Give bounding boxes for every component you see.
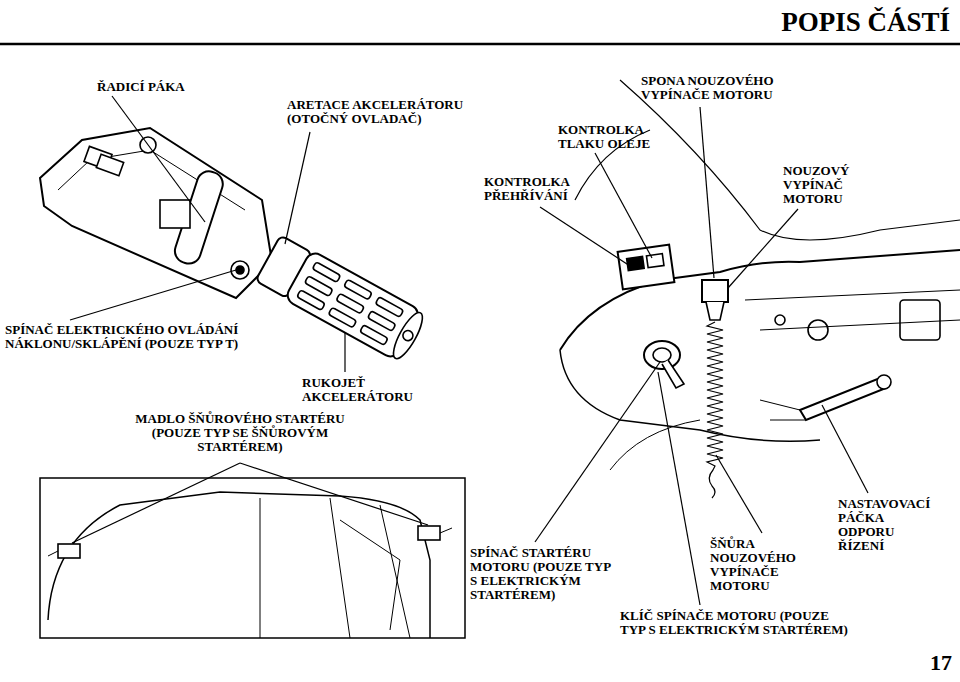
leader-line — [822, 405, 868, 493]
throttle-grip — [254, 234, 428, 364]
leader-line — [70, 270, 236, 320]
part-label: SPÍNAČ STARTÉRU MOTORU (POUZE TYP S ELEK… — [470, 546, 615, 602]
leader-line — [540, 207, 630, 266]
part-label: MADLO ŠŇŮROVÉHO STARTÉRU (POUZE TYP SE Š… — [115, 412, 365, 454]
part-label: ŘADICÍ PÁKA — [97, 80, 227, 94]
tiller-handle — [40, 128, 272, 298]
part-label: SPONA NOUZOVÉHO VYPÍNAČE MOTORU — [641, 74, 786, 102]
leader-line — [728, 209, 798, 288]
key-switch — [644, 341, 684, 388]
leader-line — [72, 463, 240, 543]
part-label: ŠŇŮRA NOUZOVÉHO VYPÍNAČE MOTORU — [710, 537, 802, 593]
lanyard-coil — [707, 322, 723, 498]
page-title: POPIS ČÁSTÍ — [781, 6, 950, 38]
indicator-lights — [618, 245, 675, 290]
leader-line — [112, 96, 205, 222]
part-label: KONTROLKA TLAKU OLEJE — [558, 123, 654, 151]
page-number: 17 — [930, 650, 956, 676]
part-label: NASTAVOVACÍ PÁČKA ODPORU ŘÍZENÍ — [838, 497, 938, 553]
header-rule — [0, 43, 960, 46]
leader-line — [285, 132, 310, 244]
shift-lever — [160, 168, 226, 266]
part-label: RUKOJEŤ AKCELERÁTORU — [302, 376, 422, 404]
part-label: NOUZOVÝ VYPÍNAČ MOTORU — [783, 164, 858, 206]
leader-line — [716, 455, 762, 533]
part-label: KONTROLKA PŘEHŘÍVÁNÍ — [484, 175, 576, 203]
leader-line — [535, 362, 660, 542]
leader-line — [595, 153, 652, 258]
leader-line — [344, 332, 345, 372]
emergency-stop-switch — [702, 280, 728, 320]
part-label: KLÍČ SPÍNAČE MOTORU (POUZE TYP S ELEKTRI… — [620, 609, 854, 637]
recoil-starter-view — [40, 478, 465, 638]
part-label: ARETACE AKCELERÁTORU (OTOČNÝ OVLADAČ) — [287, 98, 477, 126]
leader-line — [658, 372, 700, 605]
friction-lever — [760, 375, 891, 420]
leader-line — [700, 107, 714, 278]
part-label: SPÍNAČ ELEKTRICKÉHO OVLÁDÁNÍ NÁKLONU/SKL… — [5, 323, 260, 351]
leader-line — [240, 463, 428, 525]
